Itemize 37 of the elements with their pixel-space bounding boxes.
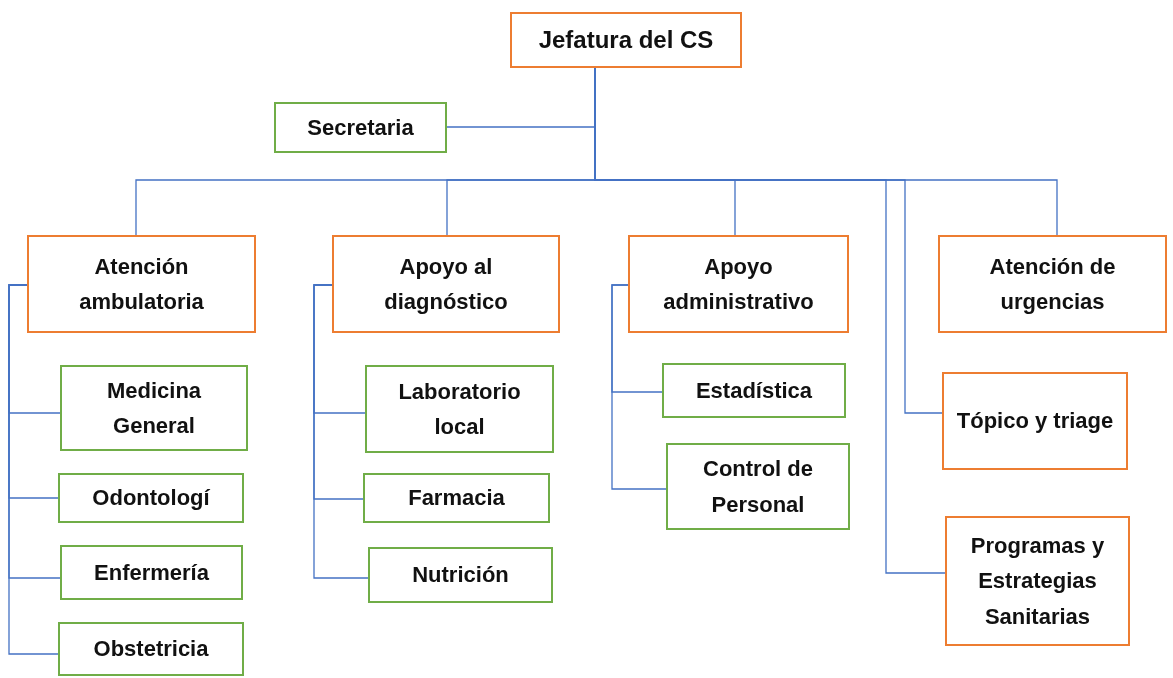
unit-box (274, 102, 447, 153)
box-label: Apoyo al diagnóstico (383, 252, 509, 316)
department-box (938, 235, 1167, 333)
unit-box (60, 365, 248, 451)
box-label: Farmacia (408, 484, 505, 513)
box-label: Programas y Estrategias Sanitarias (969, 532, 1106, 631)
department-box (628, 235, 849, 333)
box-label: Apoyo administrativo (662, 252, 815, 316)
box-label: Jefatura del CS (538, 24, 714, 55)
box-label: Obstetricia (93, 635, 209, 664)
box-label: Enfermería (94, 558, 209, 587)
box-label: Control de Personal (702, 455, 814, 519)
box-label: Secretaria (307, 113, 414, 142)
box-label: Tópico y triage (956, 407, 1114, 436)
connector-line (313, 284, 369, 579)
box-label: Odontologí (92, 484, 210, 513)
connector-line (611, 284, 667, 490)
box-label: Medicina General (105, 376, 203, 440)
unit-box (363, 473, 550, 523)
box-label: Estadística (695, 376, 813, 405)
department-box (945, 516, 1130, 646)
unit-box (368, 547, 553, 603)
department-box (27, 235, 256, 333)
box-label: Atención de urgencias (988, 252, 1117, 316)
unit-box (365, 365, 554, 453)
connector-line (8, 284, 59, 655)
unit-box (666, 443, 850, 530)
box-label: Laboratorio local (397, 377, 522, 441)
unit-box (662, 363, 846, 418)
box-label: Atención ambulatoria (78, 252, 205, 316)
department-box (942, 372, 1128, 470)
box-label: Nutrición (412, 561, 509, 590)
unit-box (58, 473, 244, 523)
unit-box (60, 545, 243, 600)
unit-box (58, 622, 244, 676)
department-box (332, 235, 560, 333)
department-box (510, 12, 742, 68)
